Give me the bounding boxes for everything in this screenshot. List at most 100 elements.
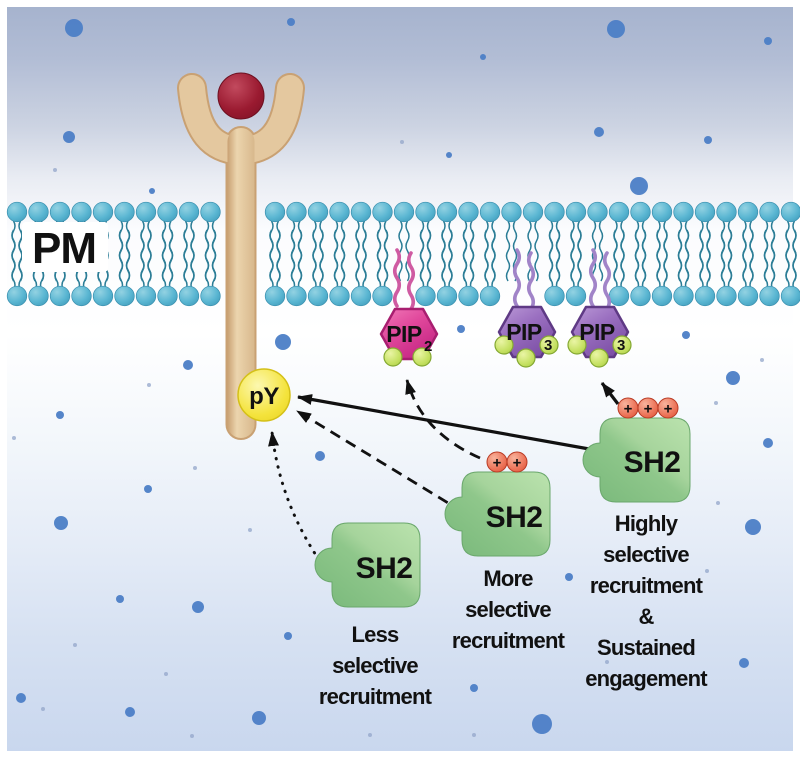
background-dot xyxy=(116,595,124,603)
background-dot xyxy=(726,371,740,385)
lipid-head xyxy=(544,285,565,307)
lipid-head xyxy=(135,285,157,307)
background-dot xyxy=(287,18,295,26)
caption-less-2: selective xyxy=(332,653,418,678)
lipid-head xyxy=(264,285,286,307)
lipid-tail xyxy=(297,229,303,291)
lipid-tail xyxy=(577,229,582,291)
pip2-label: PIP xyxy=(386,321,422,347)
receptor xyxy=(177,72,305,440)
lipid-tail xyxy=(147,229,152,291)
lipid-head xyxy=(178,201,200,223)
background-dot xyxy=(472,733,476,737)
lipid-tail xyxy=(426,229,432,291)
lipid-head xyxy=(350,285,372,307)
background-dot xyxy=(457,325,465,333)
background-dot xyxy=(149,188,155,194)
pip3-phosphate xyxy=(516,348,536,368)
lipid-head xyxy=(200,285,221,307)
lipid-tail xyxy=(656,229,661,291)
plasma-membrane xyxy=(6,201,800,307)
lipid-tail xyxy=(448,229,453,291)
charge-plus-sign: + xyxy=(644,401,653,418)
sh2-body xyxy=(314,522,421,608)
lipid-head xyxy=(415,285,436,307)
ligand-ball xyxy=(217,72,265,120)
sh2-label: SH2 xyxy=(486,501,543,534)
lipid-head xyxy=(286,201,307,223)
lipid-head xyxy=(350,201,372,223)
lipid-head xyxy=(651,201,673,223)
lipid-tail xyxy=(276,229,281,291)
background-dot xyxy=(192,601,204,613)
lipid-head xyxy=(608,285,630,307)
caption-highly-1: Highly xyxy=(615,511,679,536)
lipid-head xyxy=(329,285,350,307)
lipid-tail xyxy=(727,229,733,291)
background-dot xyxy=(147,383,151,387)
pip3-phosphate xyxy=(494,335,514,355)
charge-plus-sign: + xyxy=(513,455,522,472)
lipid-tail xyxy=(168,229,174,291)
pip3-phosphate xyxy=(539,335,559,355)
pip2-lipid: PIP 2 xyxy=(379,307,439,367)
background-dot xyxy=(705,569,709,573)
caption-more-1: More xyxy=(483,566,533,591)
lipid-tail xyxy=(505,220,511,282)
lipid-tail xyxy=(340,229,346,291)
lipid-tail xyxy=(634,229,640,291)
membrane-label: PM xyxy=(32,224,96,273)
lipid-tail xyxy=(269,229,274,291)
pip-acyl-tails xyxy=(392,248,612,311)
background-dot xyxy=(607,20,625,38)
lipid-tail xyxy=(555,229,561,291)
background-dot xyxy=(764,37,772,45)
background-dot xyxy=(630,177,648,195)
lipid-tail xyxy=(742,229,747,291)
lipid-head xyxy=(673,201,694,223)
lipid-head xyxy=(49,201,71,223)
lipid-head xyxy=(114,201,135,223)
lipid-head xyxy=(157,201,178,223)
lipid-head xyxy=(393,201,415,223)
background-dot xyxy=(54,516,68,530)
background-dot xyxy=(682,331,690,339)
background-dot xyxy=(56,411,64,419)
background-dot xyxy=(12,436,16,440)
lipid-tail xyxy=(684,229,690,291)
lipid-head xyxy=(651,285,673,307)
lipid-head xyxy=(544,201,565,223)
lipid-tail xyxy=(469,229,475,291)
lipid-tail xyxy=(405,220,410,282)
lipid-head xyxy=(92,201,114,223)
lipid-head xyxy=(436,201,458,223)
charge-badges: +++ xyxy=(617,397,679,419)
lipid-head xyxy=(608,201,630,223)
background-dot xyxy=(446,152,452,158)
lipid-tail xyxy=(770,229,776,291)
lipid-head xyxy=(737,285,759,307)
lipid-tail xyxy=(570,229,575,291)
lipid-tail xyxy=(527,220,532,282)
lipid-head xyxy=(372,201,393,223)
background-dot xyxy=(275,334,291,350)
lipid-head xyxy=(71,285,92,307)
charge-badges: ++ xyxy=(486,451,528,473)
caption-more-3: recruitment xyxy=(452,628,566,653)
background-dot xyxy=(532,714,552,734)
pip3-phosphate xyxy=(612,335,632,355)
lipid-tail xyxy=(534,220,539,282)
background-dot xyxy=(704,136,712,144)
lipid-head xyxy=(565,201,587,223)
lipid-head xyxy=(479,201,501,223)
sh2-body xyxy=(582,417,691,503)
background-dot xyxy=(368,733,372,737)
pip-tail xyxy=(512,248,522,308)
background-dot xyxy=(745,519,761,535)
lipid-head xyxy=(6,201,28,223)
lipid-head xyxy=(780,201,800,223)
lipid-head xyxy=(436,285,458,307)
lipid-head xyxy=(114,285,135,307)
background-dot xyxy=(565,573,573,581)
